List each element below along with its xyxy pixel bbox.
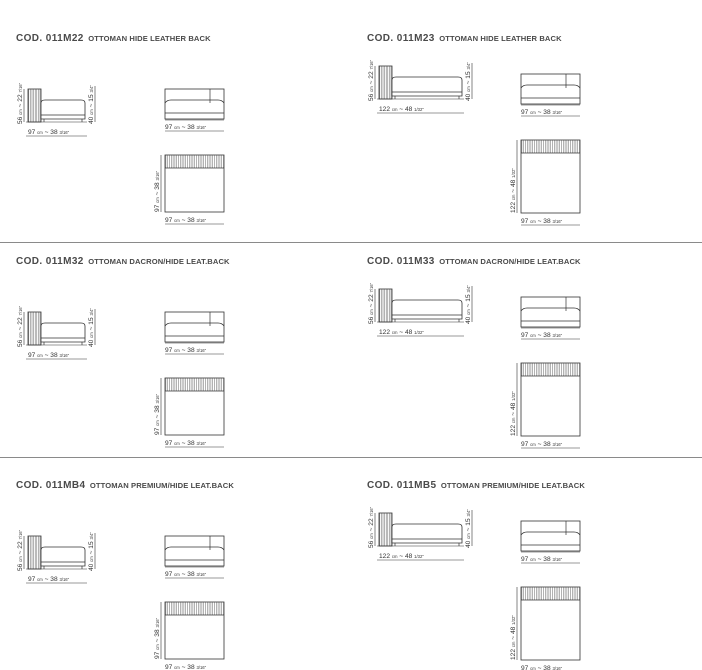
front-elevation: 97 cm ~ 38 3/16" <box>520 520 581 564</box>
plan-view: 122 cm ~ 48 1/32" 97 cm ~ 38 3/16" <box>510 586 581 670</box>
dim-height-label: 56 cm ~ 22 7/16" <box>17 529 24 571</box>
front-elevation: 97 cm ~ 38 3/16" <box>520 296 581 340</box>
model-description: OTTOMAN DACRON/HIDE LEAT.BACK <box>88 257 230 266</box>
front-elevation: 97 cm ~ 38 3/16" <box>164 535 225 579</box>
plan-view: 97 cm ~ 38 3/16" 97 cm ~ 38 3/16" <box>154 601 225 670</box>
model-block: COD. 011MB4 OTTOMAN PREMIUM/HIDE LEAT.BA… <box>0 447 351 670</box>
technical-drawing: 56 cm ~ 22 7/16" 40 cm ~ 15 3/4" 97 cm ~ 3… <box>17 305 225 448</box>
model-code: COD. 011M23 <box>367 33 435 44</box>
model-description: OTTOMAN HIDE LEATHER BACK <box>439 34 562 43</box>
dim-height-label: 56 cm ~ 22 7/16" <box>368 59 375 101</box>
technical-drawing: 56 cm ~ 22 7/16" 40 cm ~ 15 3/4" 97 cm ~ 3… <box>17 82 225 225</box>
front-elevation: 97 cm ~ 38 3/16" <box>520 73 581 117</box>
model-description: OTTOMAN PREMIUM/HIDE LEAT.BACK <box>440 481 585 490</box>
dim-length-label: 122 cm ~ 48 1/32" <box>379 553 424 560</box>
model-block: COD. 011M33 OTTOMAN DACRON/HIDE LEAT.BAC… <box>351 223 702 449</box>
model-code: COD. 011MB4 <box>16 480 86 491</box>
side-elevation: 56 cm ~ 22 7/16" 40 cm ~ 15 3/4" 97 cm ~ 3… <box>17 305 96 360</box>
model-code: COD. 011M33 <box>367 256 435 267</box>
dim-height-label: 56 cm ~ 22 7/16" <box>17 305 24 347</box>
model-description: OTTOMAN HIDE LEATHER BACK <box>88 34 211 43</box>
model-title: COD. 011M23 OTTOMAN HIDE LEATHER BACK <box>367 29 562 45</box>
dim-seat-label: 40 cm ~ 15 3/4" <box>465 509 472 548</box>
model-block: COD. 011M32 OTTOMAN DACRON/HIDE LEAT.BAC… <box>0 223 351 448</box>
model-title: COD. 011M32 OTTOMAN DACRON/HIDE LEAT.BAC… <box>16 252 230 268</box>
dim-front-width-label: 97 cm ~ 38 3/16" <box>521 556 563 563</box>
dim-plan-depth-label: 122 cm ~ 48 1/32" <box>510 391 517 436</box>
model-code: COD. 011M32 <box>16 256 84 267</box>
front-elevation: 97 cm ~ 38 3/16" <box>164 311 225 355</box>
dim-plan-width-label: 97 cm ~ 38 3/16" <box>521 665 563 670</box>
side-elevation: 56 cm ~ 22 7/16" 40 cm ~ 15 3/4" 122 cm ~ … <box>368 506 473 561</box>
dim-length-label: 97 cm ~ 38 3/16" <box>28 576 70 583</box>
technical-drawing: 56 cm ~ 22 7/16" 40 cm ~ 15 3/4" 122 cm ~ … <box>368 506 581 670</box>
dim-front-width-label: 97 cm ~ 38 3/16" <box>165 124 207 131</box>
model-code: COD. 011MB5 <box>367 480 437 491</box>
dim-length-label: 122 cm ~ 48 1/32" <box>379 329 424 336</box>
model-description: OTTOMAN DACRON/HIDE LEAT.BACK <box>439 257 581 266</box>
dim-seat-label: 40 cm ~ 15 3/4" <box>465 62 472 101</box>
plan-view: 122 cm ~ 48 1/32" 97 cm ~ 38 3/16" <box>510 362 581 449</box>
model-title: COD. 011M33 OTTOMAN DACRON/HIDE LEAT.BAC… <box>367 252 581 268</box>
dim-seat-label: 40 cm ~ 15 3/4" <box>88 85 95 124</box>
dim-front-width-label: 97 cm ~ 38 3/16" <box>165 571 207 578</box>
dim-length-label: 122 cm ~ 48 1/32" <box>379 106 424 113</box>
model-block: COD. 011M23 OTTOMAN HIDE LEATHER BACK 56 … <box>351 0 702 226</box>
dim-front-width-label: 97 cm ~ 38 3/16" <box>521 332 563 339</box>
dim-seat-label: 40 cm ~ 15 3/4" <box>88 532 95 571</box>
dim-height-label: 56 cm ~ 22 7/16" <box>368 282 375 324</box>
dim-front-width-label: 97 cm ~ 38 3/16" <box>521 109 563 116</box>
side-elevation: 56 cm ~ 22 7/16" 40 cm ~ 15 3/4" 97 cm ~ 3… <box>17 82 96 137</box>
model-description: OTTOMAN PREMIUM/HIDE LEAT.BACK <box>89 481 234 490</box>
dim-plan-width-label: 97 cm ~ 38 3/16" <box>165 664 207 670</box>
dim-plan-depth-label: 97 cm ~ 38 3/16" <box>154 617 161 659</box>
dim-plan-width-label: 97 cm ~ 38 3/16" <box>521 218 563 225</box>
side-elevation: 56 cm ~ 22 7/16" 40 cm ~ 15 3/4" 122 cm ~ … <box>368 282 473 337</box>
model-title: COD. 011MB4 OTTOMAN PREMIUM/HIDE LEAT.BA… <box>16 476 234 492</box>
model-block: COD. 011MB5 OTTOMAN PREMIUM/HIDE LEAT.BA… <box>351 447 702 670</box>
dim-length-label: 97 cm ~ 38 3/16" <box>28 129 70 136</box>
plan-view: 122 cm ~ 48 1/32" 97 cm ~ 38 3/16" <box>510 139 581 226</box>
dim-length-label: 97 cm ~ 38 3/16" <box>28 352 70 359</box>
model-block: COD. 011M22 OTTOMAN HIDE LEATHER BACK 56 … <box>0 0 351 225</box>
dim-seat-label: 40 cm ~ 15 3/4" <box>465 285 472 324</box>
technical-drawing: 56 cm ~ 22 7/16" 40 cm ~ 15 3/4" 122 cm ~ … <box>368 282 581 449</box>
dim-plan-depth-label: 122 cm ~ 48 1/32" <box>510 168 517 213</box>
dim-plan-width-label: 97 cm ~ 38 3/16" <box>165 217 207 224</box>
front-elevation: 97 cm ~ 38 3/16" <box>164 88 225 132</box>
dim-height-label: 56 cm ~ 22 7/16" <box>17 82 24 124</box>
dim-height-label: 56 cm ~ 22 7/16" <box>368 506 375 548</box>
dim-plan-depth-label: 97 cm ~ 38 3/16" <box>154 393 161 435</box>
technical-drawing: 56 cm ~ 22 7/16" 40 cm ~ 15 3/4" 97 cm ~ 3… <box>17 529 225 670</box>
section-divider <box>0 242 702 243</box>
section-divider <box>0 457 702 458</box>
dim-plan-width-label: 97 cm ~ 38 3/16" <box>521 441 563 448</box>
model-title: COD. 011M22 OTTOMAN HIDE LEATHER BACK <box>16 29 211 45</box>
plan-view: 97 cm ~ 38 3/16" 97 cm ~ 38 3/16" <box>154 154 225 225</box>
side-elevation: 56 cm ~ 22 7/16" 40 cm ~ 15 3/4" 122 cm ~ … <box>368 59 473 114</box>
dim-plan-width-label: 97 cm ~ 38 3/16" <box>165 440 207 447</box>
dim-plan-depth-label: 97 cm ~ 38 3/16" <box>154 170 161 212</box>
side-elevation: 56 cm ~ 22 7/16" 40 cm ~ 15 3/4" 97 cm ~ 3… <box>17 529 96 584</box>
dim-seat-label: 40 cm ~ 15 3/4" <box>88 308 95 347</box>
plan-view: 97 cm ~ 38 3/16" 97 cm ~ 38 3/16" <box>154 377 225 448</box>
technical-drawing: 56 cm ~ 22 7/16" 40 cm ~ 15 3/4" 122 cm ~ … <box>368 59 581 226</box>
model-code: COD. 011M22 <box>16 33 84 44</box>
dim-front-width-label: 97 cm ~ 38 3/16" <box>165 347 207 354</box>
dim-plan-depth-label: 122 cm ~ 48 1/32" <box>510 615 517 660</box>
model-title: COD. 011MB5 OTTOMAN PREMIUM/HIDE LEAT.BA… <box>367 476 585 492</box>
